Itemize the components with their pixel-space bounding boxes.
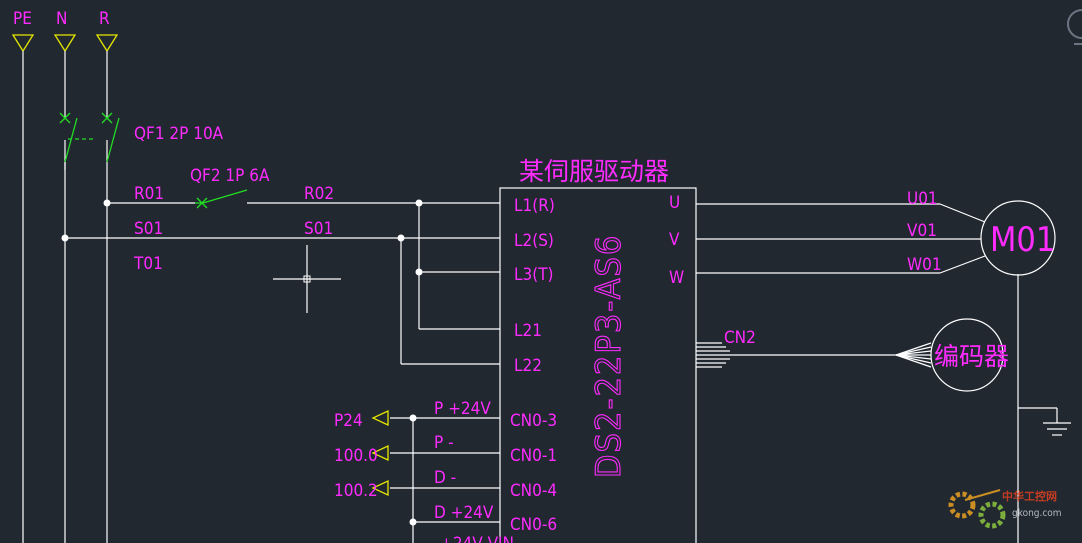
wire-label-s01: S01	[134, 219, 163, 239]
input-terminal-l1: L1(R)	[514, 196, 555, 216]
cn0-6-terminal: CN0-6	[510, 515, 557, 535]
wire-label-t01: T01	[133, 254, 163, 274]
output-terminal-u: U	[669, 193, 680, 213]
input-terminal-l3: L3(T)	[514, 265, 554, 285]
rail-label-pe: PE	[13, 9, 32, 29]
input-terminal-l22: L22	[514, 356, 542, 376]
qf1-label: QF1 2P 10A	[134, 124, 224, 144]
servo-drive-box[interactable]	[499, 187, 697, 543]
cn0-4-terminal: CN0-4	[510, 481, 557, 501]
signal-wire-dminus: D -	[434, 468, 456, 488]
input-terminal-l2: L2(S)	[514, 231, 554, 251]
qf2-label: QF2 1P 6A	[190, 166, 270, 186]
motor-symbol[interactable]	[980, 200, 1056, 276]
wire-label-r01: R01	[134, 184, 164, 204]
wire-label-v01: V01	[907, 221, 937, 241]
cn2-label: CN2	[724, 328, 756, 348]
wire-label-u01: U01	[907, 189, 938, 209]
signal-target-1000: 100.0	[334, 446, 378, 466]
signal-wire-p24v: P +24V	[434, 399, 491, 419]
wire-label-w01: W01	[907, 255, 942, 275]
signal-target-p24: P24	[334, 411, 363, 431]
encoder-label: 编码器	[934, 342, 1009, 371]
encoder-symbol[interactable]	[930, 318, 1004, 392]
signal-wire-vin: +24V VIN	[440, 534, 514, 543]
watermark-url: gkong.com	[1012, 508, 1062, 519]
watermark-text-cn: 中华工控网	[1002, 489, 1057, 503]
cn0-3-terminal: CN0-3	[510, 411, 557, 431]
watermark-logo: 中华工控网 gkong.com	[948, 489, 1062, 529]
signal-target-1002: 100.2	[334, 481, 378, 501]
signal-wire-d24v: D +24V	[434, 503, 494, 523]
signal-wiring	[371, 409, 500, 543]
drive-model: DS2-22P3-AS6	[589, 234, 629, 478]
wiring	[61, 199, 500, 365]
crosshair-cursor-icon	[273, 245, 341, 313]
rails	[22, 51, 108, 543]
wire-label-s01b: S01	[304, 219, 333, 239]
motor-label: M01	[990, 220, 1055, 260]
encoder-cable	[696, 342, 932, 368]
output-terminal-w: W	[669, 268, 684, 288]
qf1-breaker[interactable]	[59, 112, 120, 170]
qf2-breaker[interactable]	[195, 189, 248, 209]
rail-markers	[11, 34, 119, 53]
viewcube-icon[interactable]	[1067, 9, 1082, 45]
rail-label-r: R	[99, 9, 110, 29]
rail-label-n: N	[56, 9, 67, 29]
cn0-1-terminal: CN0-1	[510, 446, 557, 466]
output-terminal-v: V	[669, 230, 680, 250]
drive-title: 某伺服驱动器	[519, 157, 669, 186]
motor-wiring	[696, 203, 1071, 543]
signal-wire-pminus: P -	[434, 433, 454, 453]
wire-label-r02: R02	[304, 184, 334, 204]
input-terminal-l21: L21	[514, 321, 542, 341]
